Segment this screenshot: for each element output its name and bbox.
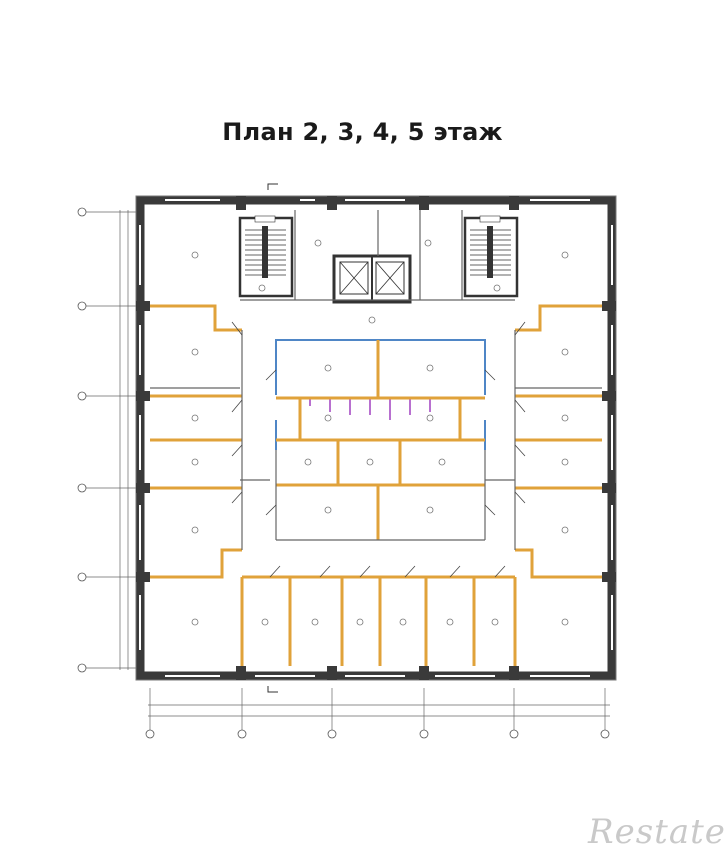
windows xyxy=(139,199,613,677)
corridor-walls xyxy=(241,330,516,550)
elevator-shafts xyxy=(332,254,412,304)
glass-partitions xyxy=(275,339,486,450)
stairwell-right xyxy=(463,215,519,298)
dimension-lines-left xyxy=(86,210,140,670)
section-markers xyxy=(267,183,278,693)
stairwell-left xyxy=(238,215,294,298)
axis-markers-bottom xyxy=(145,729,610,739)
accent-partitions xyxy=(282,397,470,420)
dimension-lines-bottom xyxy=(148,688,610,730)
watermark-logo: Restate xyxy=(588,812,725,852)
office-partitions xyxy=(150,304,602,666)
doors xyxy=(231,321,526,578)
core-walls xyxy=(150,210,602,481)
page-title: План 2, 3, 4, 5 этаж xyxy=(222,118,503,146)
fixture-markers xyxy=(191,239,569,626)
axis-markers-left xyxy=(77,207,87,673)
